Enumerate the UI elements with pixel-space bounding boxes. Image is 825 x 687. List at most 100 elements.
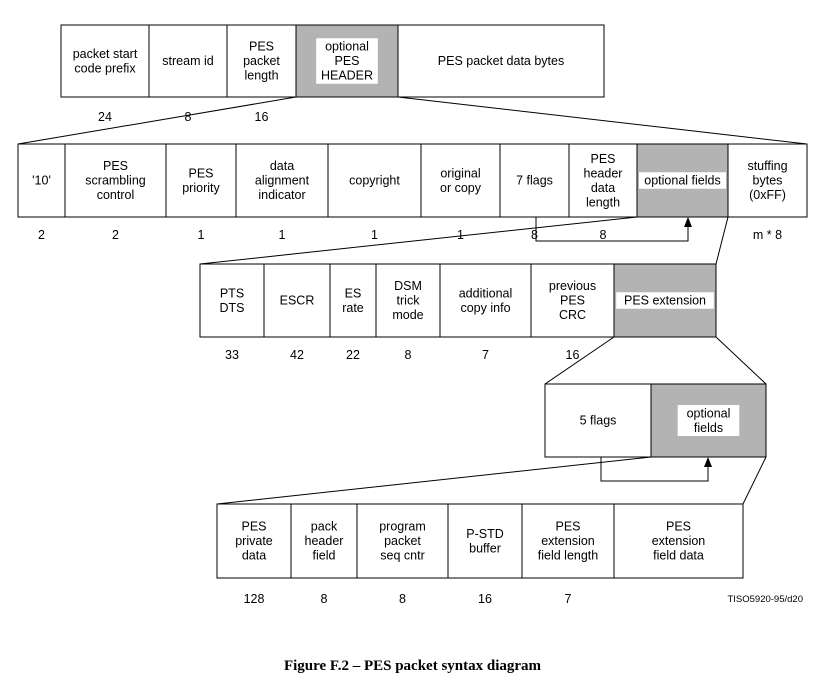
field-label: control [97, 188, 135, 202]
field-box [447, 503, 523, 579]
field-label: extension [541, 534, 595, 548]
bit-count: m * 8 [753, 228, 782, 242]
field-box [64, 143, 167, 218]
field-label: optional [687, 406, 731, 420]
bit-count: 8 [405, 348, 412, 362]
field-label: ESCR [280, 294, 315, 308]
field-label: PES [249, 40, 274, 54]
field-box [60, 24, 150, 98]
field-label: length [244, 69, 278, 83]
field-box [568, 143, 638, 218]
figure-reference: TISO5920-95/d20 [727, 594, 803, 605]
field-label: packet start [73, 47, 138, 61]
field-label: PES [103, 159, 128, 173]
loop-arrows [535, 217, 712, 482]
field-label: or copy [440, 181, 482, 195]
field-box [530, 263, 615, 338]
field-box [420, 143, 501, 218]
field-label: stuffing [747, 159, 787, 173]
field-label: indicator [258, 188, 305, 202]
field-label: data [591, 181, 615, 195]
field-box [226, 24, 297, 98]
field-label: PES [560, 294, 585, 308]
expansion-line [17, 96, 297, 145]
bit-count: 16 [255, 110, 269, 124]
bit-count: 2 [112, 228, 119, 242]
field-box [199, 263, 265, 338]
expansion-line [715, 336, 767, 385]
bit-count: 1 [198, 228, 205, 242]
row-optional-fields: PTSDTS33ESCR42ESrate22DSMtrickmode8addit… [199, 263, 717, 362]
field-label: seq cntr [380, 549, 424, 563]
field-label: PES packet data bytes [438, 54, 564, 68]
field-label: CRC [559, 308, 586, 322]
bit-count: 22 [346, 348, 360, 362]
bit-count: 42 [290, 348, 304, 362]
expansion-connectors [17, 96, 808, 505]
field-box [17, 143, 66, 218]
field-label: data [270, 159, 294, 173]
field-label: PES [241, 520, 266, 534]
field-box [165, 143, 237, 218]
bit-count: 16 [478, 592, 492, 606]
expansion-line [397, 96, 808, 145]
field-label: previous [549, 279, 596, 293]
expansion-line [216, 456, 652, 505]
bit-count: 24 [98, 110, 112, 124]
field-label: 7 flags [516, 174, 553, 188]
field-box [329, 263, 377, 338]
field-box [148, 24, 228, 98]
bit-count: 8 [321, 592, 328, 606]
bit-count: 8 [531, 228, 538, 242]
field-box [727, 143, 808, 218]
loop-arrow-line [535, 217, 689, 242]
field-box [544, 383, 652, 458]
field-label: PES [555, 520, 580, 534]
field-box [327, 143, 422, 218]
field-label: packet [243, 54, 280, 68]
field-label: field [313, 549, 336, 563]
bit-count: 7 [565, 592, 572, 606]
field-label: optional [325, 40, 369, 54]
field-label: scrambling [85, 174, 145, 188]
field-label: header [584, 166, 623, 180]
field-label: buffer [469, 541, 501, 555]
bit-count: 1 [457, 228, 464, 242]
field-box [290, 503, 358, 579]
field-label: PTS [220, 286, 244, 300]
field-box [263, 263, 331, 338]
expansion-line [742, 456, 767, 505]
figure-caption: Figure F.2 – PES packet syntax diagram [283, 658, 542, 674]
field-box [439, 263, 532, 338]
field-label: stream id [162, 54, 213, 68]
field-label: original [440, 166, 480, 180]
bit-count: 128 [244, 592, 265, 606]
field-label: rate [342, 301, 364, 315]
field-label: PES [334, 54, 359, 68]
field-label: pack [311, 520, 338, 534]
field-label: packet [384, 534, 421, 548]
row-extension-fields: PESprivatedata128packheaderfield8program… [216, 503, 744, 606]
field-label: bytes [753, 174, 783, 188]
expansion-line [544, 336, 615, 385]
field-label: optional fields [644, 174, 720, 188]
field-box [397, 24, 605, 98]
row-optional-pes-header: '10'2PESscramblingcontrol2PESpriority1da… [17, 143, 808, 242]
field-label: header [305, 534, 344, 548]
field-label: DSM [394, 279, 422, 293]
arrowhead-icon [684, 217, 692, 227]
label-background [677, 405, 740, 436]
field-label: PES [666, 520, 691, 534]
field-label: '10' [32, 174, 51, 188]
field-box [499, 143, 570, 218]
field-label: field length [538, 549, 599, 563]
field-label: private [235, 534, 273, 548]
loop-arrow-line [600, 457, 709, 482]
label-background [639, 172, 726, 189]
field-label: ES [345, 286, 362, 300]
field-label: alignment [255, 174, 310, 188]
label-background [316, 38, 378, 84]
